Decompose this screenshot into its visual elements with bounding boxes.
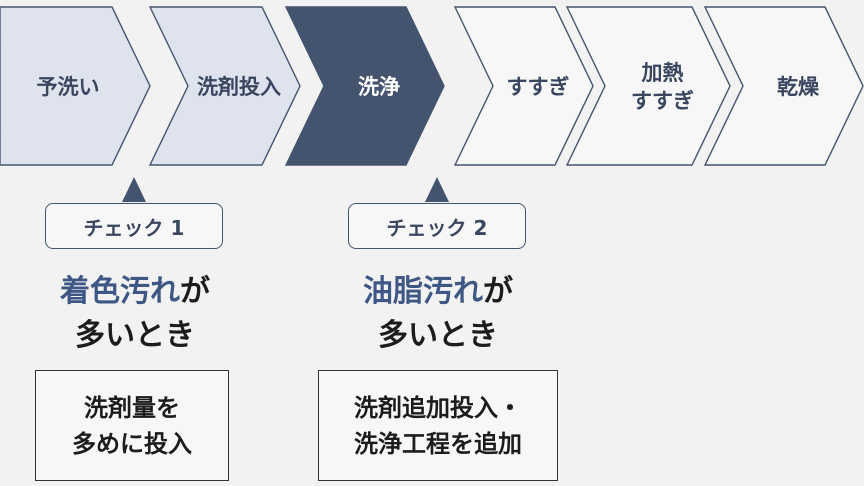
step-chevron-4 [453,6,594,166]
step-label-3: 洗浄 [358,75,400,99]
step-label-5-line-2: すすぎ [631,89,694,113]
check-1-condition: 着色汚れが 多いとき [0,270,285,358]
step-label-1: 予洗い [37,75,100,99]
step-chevron-2 [148,6,301,166]
step-chevron-5 [565,6,731,166]
step-chevron-3 [284,6,445,166]
check-2-condition-line2: 多いとき [378,318,498,353]
step-label-6: 乾燥 [777,75,820,99]
check-2-condition-line1: 油脂汚れが [288,270,588,314]
check-2-condition-accent: 油脂汚れ [363,274,483,309]
check-1-condition-accent: 着色汚れ [60,274,180,309]
check-2-action: 洗剤追加投入・ 洗浄工程を追加 [318,370,558,481]
step-chevron-1 [0,6,151,166]
process-flow: 予洗い洗剤投入洗浄すすぎ加熱すすぎ乾燥 [0,6,864,166]
check-1-action-line1: 洗剤量を [84,393,180,422]
check-2-condition: 油脂汚れが 多いとき [288,270,588,358]
step-label-2: 洗剤投入 [197,75,281,99]
check-2-condition-rest: が [483,274,513,309]
check-2-action-line1: 洗剤追加投入・ [354,393,522,422]
check-2-label: チェック 2 [348,203,526,249]
check-1-condition-rest: が [180,274,210,309]
check-1-pointer [122,177,146,202]
step-label-5-line-1: 加熱 [641,61,684,85]
check-2-action-line2: 洗浄工程を追加 [354,429,522,458]
check-1-condition-line1: 着色汚れが [0,270,285,314]
check-1-label: チェック 1 [45,203,223,249]
check-1-action: 洗剤量を 多めに投入 [35,370,229,481]
check-1-action-line2: 多めに投入 [72,429,192,458]
check-2-pointer [425,177,449,202]
step-label-4: すすぎ [507,75,570,99]
step-chevron-6 [703,6,864,166]
check-1-condition-line2: 多いとき [75,318,195,353]
